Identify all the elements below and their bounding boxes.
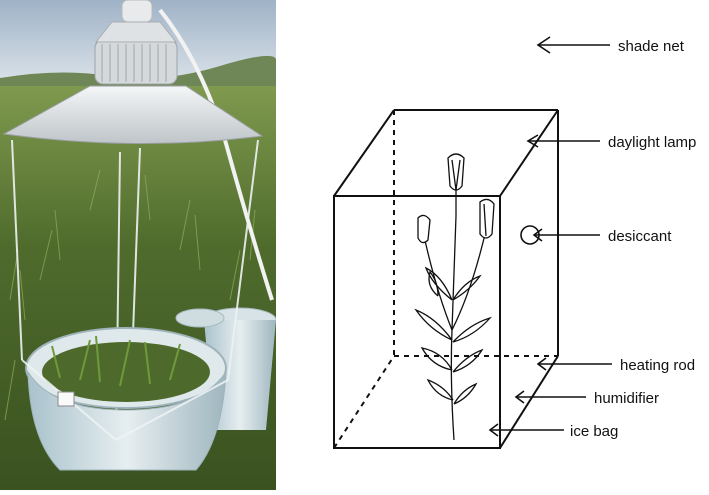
back-pot2-rim xyxy=(175,308,225,328)
label-shade-net: shade net xyxy=(618,38,685,55)
leaf-4 xyxy=(452,316,493,343)
arrow-humidifier-head xyxy=(514,390,525,404)
flower-top-lines xyxy=(451,159,461,191)
label-ice-bag: ice bag xyxy=(570,423,618,440)
box-front-face xyxy=(333,195,501,449)
arrow-heating-rod-head xyxy=(536,357,547,371)
leaf-8 xyxy=(453,382,478,405)
arrow-shade-net-head xyxy=(536,36,551,54)
right-stem xyxy=(451,229,487,331)
box-bottom-right-edge xyxy=(499,355,559,449)
leaf-9 xyxy=(428,270,439,297)
flower-left xyxy=(417,214,431,244)
lamp-shade xyxy=(2,85,264,145)
lamp-heatsink xyxy=(94,39,178,85)
arrow-ice-bag-head xyxy=(488,423,499,437)
label-humidifier: humidifier xyxy=(594,390,659,407)
plant-tag xyxy=(57,391,75,407)
chamber-photo xyxy=(0,0,276,490)
flower-right-line xyxy=(483,203,487,237)
pot-plants xyxy=(51,335,181,387)
label-arrows xyxy=(488,36,612,437)
chamber-box xyxy=(333,109,559,449)
label-daylight-lamp: daylight lamp xyxy=(608,134,696,151)
box-top-left-edge xyxy=(333,109,395,197)
lamp-socket xyxy=(121,0,153,23)
label-heating-rod: heating rod xyxy=(620,357,695,374)
label-desiccant: desiccant xyxy=(608,228,672,245)
front-pot-soil xyxy=(42,342,210,402)
heatsink-fins xyxy=(101,44,167,82)
flower-top xyxy=(447,153,465,191)
front-pot-body xyxy=(27,370,227,471)
diagram-canvas: shade net daylight lamp desiccant heatin… xyxy=(333,36,696,449)
chamber-photo-drawing xyxy=(0,0,276,490)
leaf-5 xyxy=(420,347,453,371)
box-hidden-edges xyxy=(333,110,558,449)
leaf-7 xyxy=(426,378,454,401)
plant-sketch xyxy=(414,153,495,441)
leaf-6 xyxy=(452,348,484,373)
leaf-2 xyxy=(452,274,482,301)
chamber-diagram: shade net daylight lamp desiccant heatin… xyxy=(276,0,709,490)
lamp-neck xyxy=(94,21,178,43)
frame-rods xyxy=(11,139,259,441)
leaf-1 xyxy=(424,266,453,301)
flower-right xyxy=(479,198,495,239)
box-top-right-edge xyxy=(499,109,559,197)
arrow-desiccant-head xyxy=(532,228,543,242)
arrow-daylight-lamp-head xyxy=(526,134,539,148)
leaf-3 xyxy=(414,308,453,341)
